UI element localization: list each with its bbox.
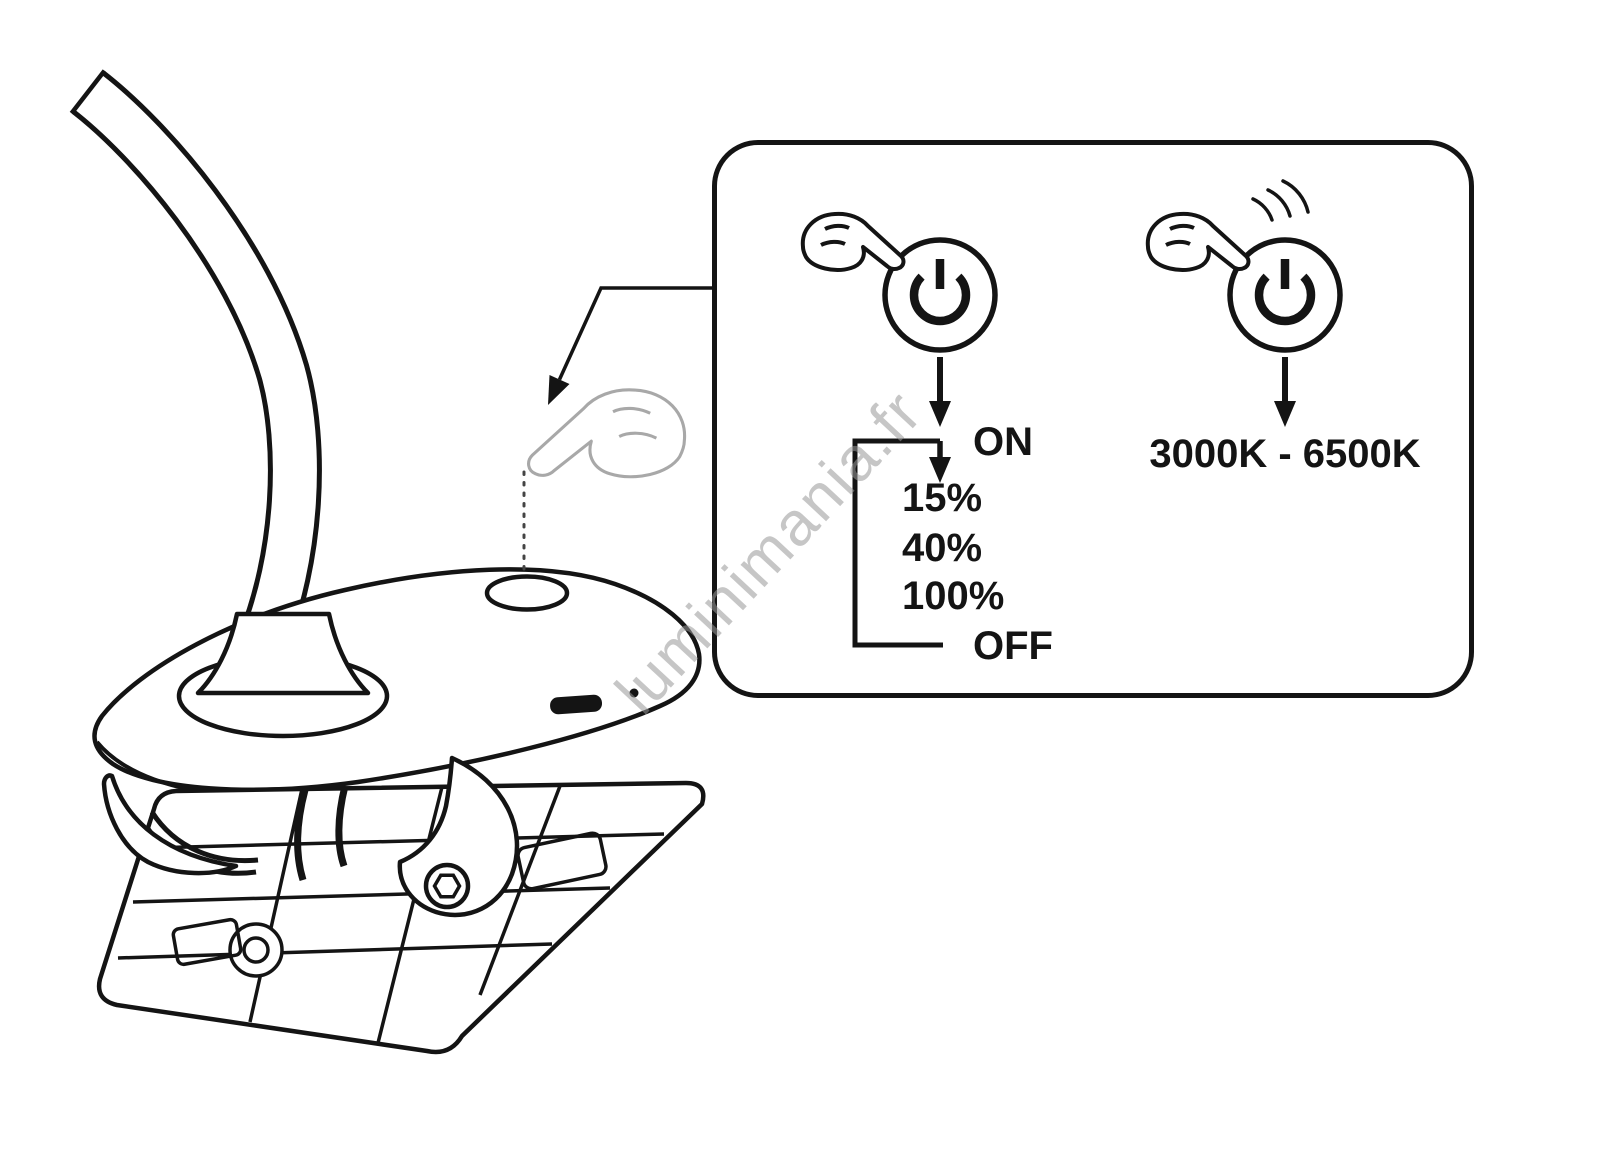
clamp-plate	[96, 780, 706, 1055]
gooseneck	[69, 69, 322, 657]
cycle-bracket	[852, 438, 951, 648]
touch-button	[484, 574, 570, 612]
down-arrow-icon	[929, 357, 951, 427]
vibration-arcs-icon	[1251, 179, 1310, 222]
pivot-screw	[423, 862, 471, 910]
callout-arrow	[548, 286, 712, 405]
brightness-level-1: 15%	[902, 476, 983, 520]
single-press-group	[800, 211, 995, 648]
lower-jaw-tip	[101, 773, 239, 876]
indicator-dot	[629, 688, 639, 698]
panel-graphics	[800, 179, 1469, 648]
pointing-hand-icon	[800, 211, 906, 272]
instruction-panel: ON 15% 40% 100% OFF 3000K - 6500K	[712, 140, 1474, 698]
brightness-level-3: 100%	[902, 574, 1005, 618]
down-arrow-icon	[1274, 357, 1296, 427]
off-label: OFF	[973, 624, 1053, 668]
lamp-head	[92, 567, 702, 800]
pointing-hand-icon	[1145, 211, 1251, 272]
brightness-level-2: 40%	[902, 526, 983, 570]
press-hold-group	[1145, 179, 1340, 427]
pointing-hand-ghost	[527, 388, 687, 479]
neck-boot	[195, 611, 371, 696]
usb-port	[550, 694, 603, 715]
on-label: ON	[973, 420, 1033, 464]
clamp-mechanism	[101, 755, 520, 918]
spring-wire	[149, 810, 259, 864]
color-temperature-range-label: 3000K - 6500K	[1149, 432, 1421, 476]
